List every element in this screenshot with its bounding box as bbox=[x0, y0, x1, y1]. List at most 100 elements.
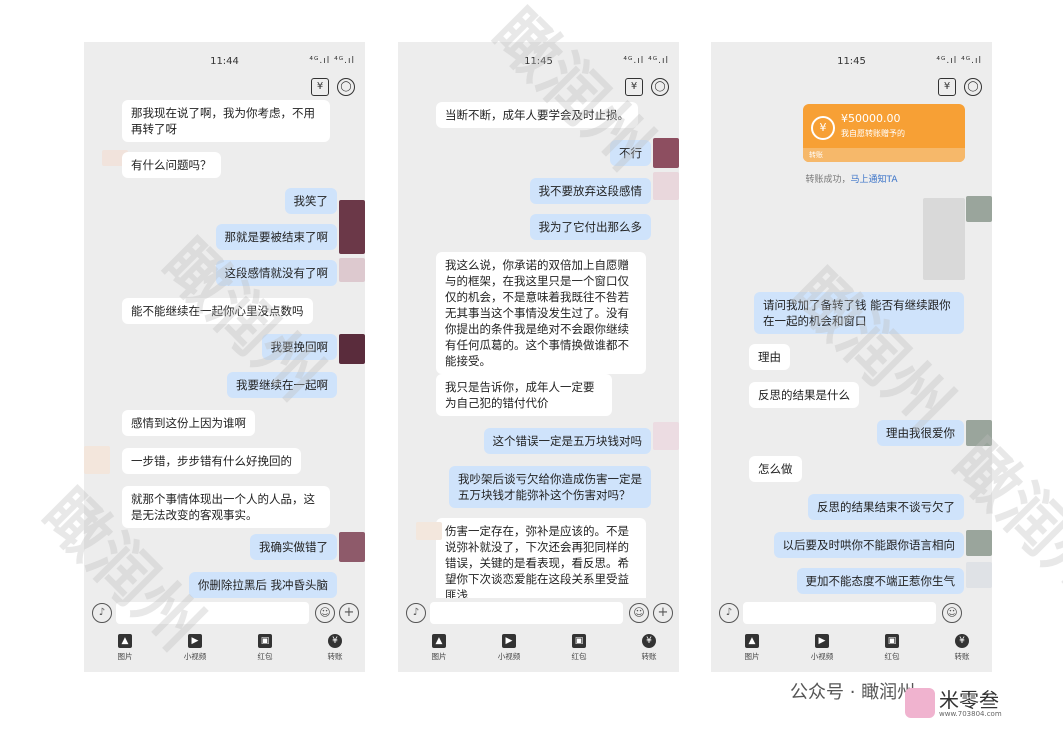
tool-video[interactable]: ▶小视频 bbox=[484, 634, 534, 662]
message-bubble: 这个错误一定是五万块钱对吗 bbox=[483, 428, 651, 454]
tool-image[interactable]: ▲图片 bbox=[100, 634, 150, 662]
transfer-icon: ¥ bbox=[328, 634, 342, 648]
tool-redpacket[interactable]: ▣ 红包 bbox=[554, 634, 604, 662]
transfer-status: 转账成功，马上通知TA bbox=[711, 172, 992, 185]
chat-screenshot-1: 11:44 ⁴ᴳ.ıl ⁴ᴳ.ıl ¥◯ 那我现在说了啊，我为你考虑，不用再转了… bbox=[84, 42, 365, 672]
avatar bbox=[653, 422, 679, 450]
message-bubble: 你删除拉黑后 我冲昏头脑 bbox=[188, 572, 337, 598]
emoji-icon[interactable]: ☺ bbox=[315, 603, 335, 623]
transfer-amount: ¥50000.00 bbox=[841, 112, 901, 125]
tool-label: 转账 bbox=[641, 652, 657, 661]
message-bubble: 感情到这份上因为谁啊 bbox=[122, 410, 255, 436]
tool-redpacket[interactable]: ▣红包 bbox=[867, 634, 917, 662]
tool-transfer[interactable]: ¥转账 bbox=[624, 634, 674, 662]
avatar bbox=[966, 420, 992, 446]
transfer-icon[interactable]: ¥ bbox=[938, 78, 956, 96]
notify-link[interactable]: 马上通知TA bbox=[850, 175, 898, 185]
voice-icon[interactable]: ♪ bbox=[719, 603, 739, 623]
tool-label: 转账 bbox=[327, 652, 343, 661]
tool-video[interactable]: ▶小视频 bbox=[170, 634, 220, 662]
input-bar: ♪ ☺ + bbox=[398, 598, 679, 628]
avatar bbox=[102, 150, 128, 166]
tool-label: 红包 bbox=[571, 652, 587, 661]
transfer-footer: 转账 bbox=[803, 148, 965, 162]
message-bubble: 一步错，步步错有什么好挽回的 bbox=[122, 448, 301, 474]
message-bubble: 反思的结果是什么 bbox=[749, 382, 859, 408]
message-bubble: 我要继续在一起啊 bbox=[227, 372, 337, 398]
transfer-card[interactable]: ¥ ¥50000.00 我自愿转账赠予的 转账 bbox=[803, 104, 965, 162]
chat-toolbar: ▲图片 ▶小视频 ▣红包 ¥ 转账 bbox=[84, 632, 365, 672]
message-bubble: 请问我加了备转了钱 能否有继续跟你在一起的机会和窗口 bbox=[754, 292, 964, 334]
emoji-icon[interactable]: ☺ bbox=[942, 603, 962, 623]
profile-icon[interactable]: ◯ bbox=[337, 78, 355, 96]
tool-video[interactable]: ▶ 小视频 bbox=[797, 634, 847, 662]
signal-icon: ⁴ᴳ.ıl ⁴ᴳ.ıl bbox=[936, 56, 982, 66]
message-bubble: 理由 bbox=[749, 344, 790, 370]
avatar bbox=[339, 200, 365, 254]
logo-url: www.703804.com bbox=[939, 710, 1002, 718]
tool-label: 图片 bbox=[744, 652, 760, 661]
tool-image[interactable]: ▲图片 bbox=[727, 634, 777, 662]
message-input[interactable] bbox=[743, 602, 936, 624]
avatar bbox=[84, 446, 110, 474]
status-time: 11:45 bbox=[524, 56, 553, 67]
message-bubble: 我只是告诉你，成年人一定要为自己犯的错付代价 bbox=[436, 374, 612, 416]
message-bubble: 不行 bbox=[610, 140, 651, 166]
tool-label: 图片 bbox=[117, 652, 133, 661]
message-bubble: 就那个事情体现出一个人的人品，这是无法改变的客观事实。 bbox=[122, 486, 330, 528]
red-packet-icon: ▣ bbox=[258, 634, 272, 648]
tool-label: 图片 bbox=[431, 652, 447, 661]
transfer-status-text: 转账成功， bbox=[805, 175, 851, 185]
tool-redpacket[interactable]: ▣红包 bbox=[240, 634, 290, 662]
chat-toolbar: ▲图片 ▶ 小视频 ▣红包 ¥转账 bbox=[711, 632, 992, 672]
transfer-icon[interactable]: ¥ bbox=[625, 78, 643, 96]
image-icon: ▲ bbox=[432, 634, 446, 648]
tool-transfer[interactable]: ¥转账 bbox=[937, 634, 987, 662]
message-bubble: 怎么做 bbox=[749, 456, 802, 482]
message-bubble: 伤害一定存在，弥补是应该的。不是说弥补就没了，下次还会再犯同样的错误，关键的是看… bbox=[436, 518, 646, 598]
site-logo: 米零叁 www.703804.com bbox=[905, 684, 1043, 724]
chat-area: ¥ ¥50000.00 我自愿转账赠予的 转账 转账成功，马上通知TA 请问我加… bbox=[711, 98, 992, 598]
avatar bbox=[416, 522, 442, 540]
voice-icon[interactable]: ♪ bbox=[92, 603, 112, 623]
message-bubble: 反思的结果结束不谈亏欠了 bbox=[808, 494, 964, 520]
message-bubble: 这段感情就没有了啊 bbox=[215, 260, 337, 286]
status-time: 11:45 bbox=[837, 56, 866, 67]
chat-screenshot-2: 11:45 ⁴ᴳ.ıl ⁴ᴳ.ıl ¥◯ 当断不断，成年人要学会及时止损。 不行… bbox=[398, 42, 679, 672]
message-input[interactable] bbox=[116, 602, 309, 624]
header-actions: ¥◯ bbox=[930, 78, 982, 98]
header-actions: ¥◯ bbox=[617, 78, 669, 98]
message-bubble: 那就是要被结束了啊 bbox=[215, 224, 337, 250]
plus-icon[interactable]: + bbox=[653, 603, 673, 623]
tool-image[interactable]: ▲ 图片 bbox=[414, 634, 464, 662]
chat-area: 当断不断，成年人要学会及时止损。 不行 我不要放弃这段感情 我为了它付出那么多 … bbox=[398, 98, 679, 598]
message-bubble: 我为了它付出那么多 bbox=[529, 214, 651, 240]
input-bar: ♪ ☺ bbox=[711, 598, 992, 628]
tool-label: 小视频 bbox=[497, 652, 521, 661]
status-bar: 11:44 ⁴ᴳ.ıl ⁴ᴳ.ıl bbox=[84, 42, 365, 78]
red-packet-icon: ▣ bbox=[572, 634, 586, 648]
profile-icon[interactable]: ◯ bbox=[964, 78, 982, 96]
tool-label: 小视频 bbox=[810, 652, 834, 661]
signal-icon: ⁴ᴳ.ıl ⁴ᴳ.ıl bbox=[623, 56, 669, 66]
voice-icon[interactable]: ♪ bbox=[406, 603, 426, 623]
message-bubble: 以后要及时哄你不能跟你语言相向 bbox=[773, 532, 964, 558]
transfer-icon[interactable]: ¥ bbox=[311, 78, 329, 96]
emoji-icon[interactable]: ☺ bbox=[629, 603, 649, 623]
tool-transfer[interactable]: ¥ 转账 bbox=[310, 634, 360, 662]
tool-label: 红包 bbox=[884, 652, 900, 661]
logo-text: 米零叁 bbox=[939, 688, 999, 712]
video-icon: ▶ bbox=[815, 634, 829, 648]
profile-icon[interactable]: ◯ bbox=[651, 78, 669, 96]
avatar bbox=[339, 258, 365, 282]
avatar bbox=[653, 172, 679, 200]
message-bubble: 理由我很爱你 bbox=[877, 420, 964, 446]
avatar bbox=[339, 532, 365, 562]
message-input[interactable] bbox=[430, 602, 623, 624]
transfer-icon: ¥ bbox=[955, 634, 969, 648]
avatar bbox=[653, 138, 679, 168]
message-bubble: 我确实做错了 bbox=[250, 534, 337, 560]
header-actions: ¥◯ bbox=[303, 78, 355, 98]
avatar bbox=[966, 196, 992, 222]
plus-icon[interactable]: + bbox=[339, 603, 359, 623]
